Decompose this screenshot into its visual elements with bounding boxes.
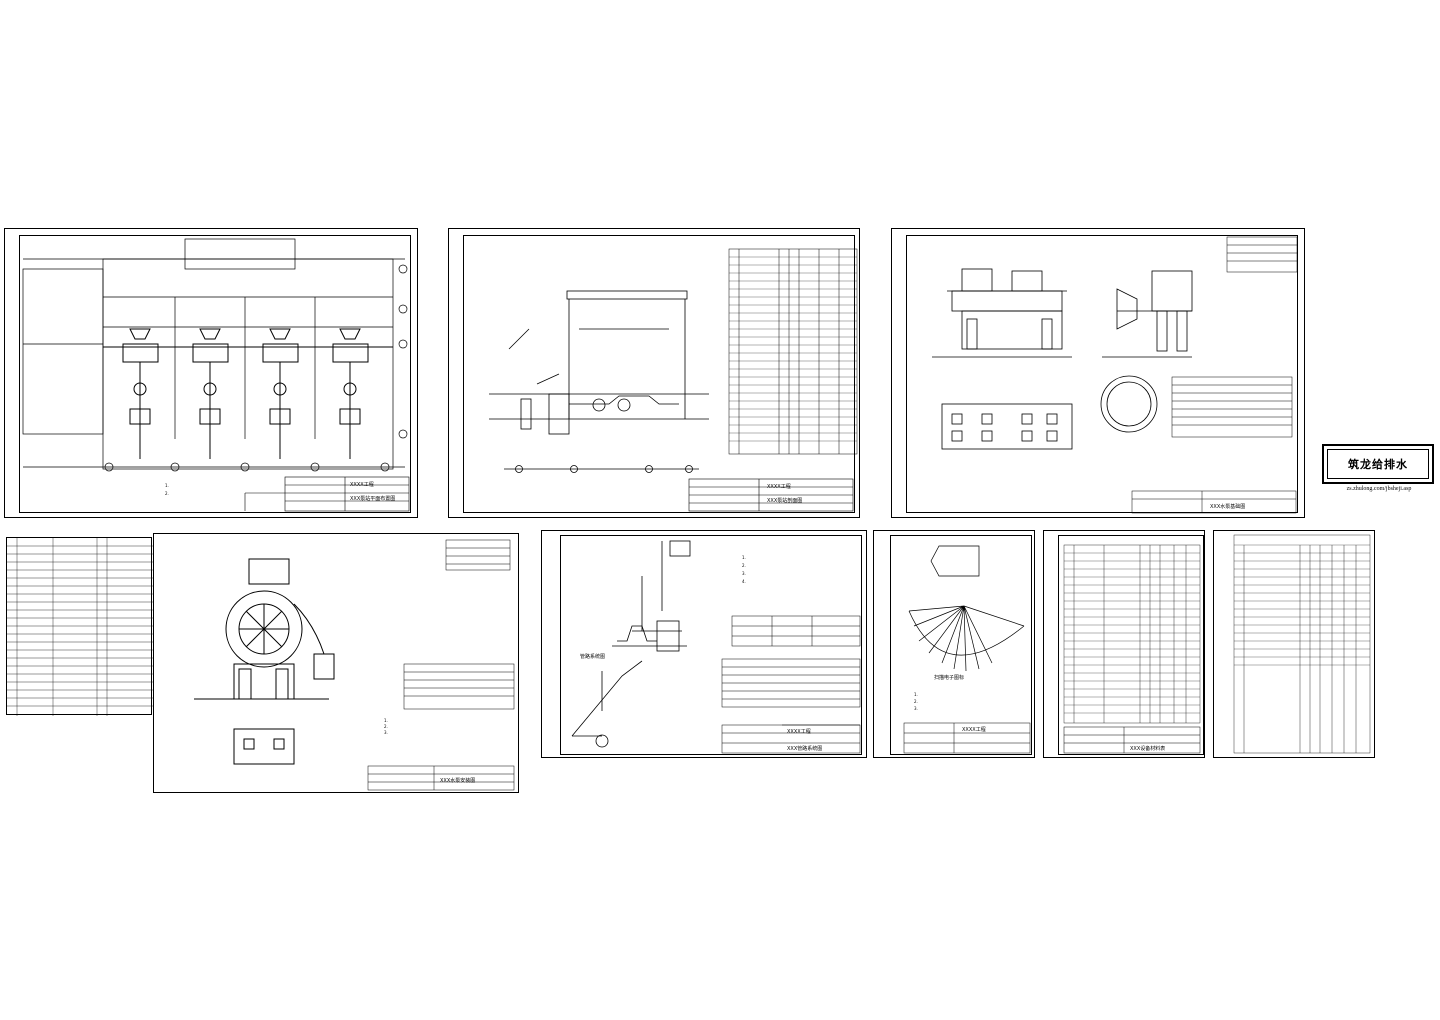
sheet-name-section: XXX泵站剖面图 xyxy=(767,498,803,504)
watermark-title: 筑龙给排水 xyxy=(1348,458,1408,471)
foundation-drawing xyxy=(932,236,1298,514)
drawing-sheet-plan: 1. 2. XXXX工程 XXX泵站平面布置图 xyxy=(4,228,418,518)
drawing-sheet-foundation: XXX水泵基础图 xyxy=(891,228,1305,518)
sheet-name-installation: XXX水泵安装图 xyxy=(440,778,476,784)
svg-text:1.: 1. xyxy=(742,555,746,560)
drawing-sheet-equipment xyxy=(1213,530,1375,758)
table-left-grid xyxy=(7,538,153,716)
watermark-url: zs.zhulong.com/jbsheji.asp xyxy=(1346,486,1412,492)
drawing-sheet-fan: 1. 2. 3. 扫描电子图标 XXXX工程 xyxy=(873,530,1035,758)
sheet-title-section: XXXX工程 xyxy=(767,484,791,490)
drawing-sheet-section: XXXX工程 XXX泵站剖面图 xyxy=(448,228,860,518)
svg-text:3.: 3. xyxy=(914,706,918,711)
sheet-title-pipe: XXXX工程 xyxy=(787,729,811,735)
installation-drawing: 1. 2. 3. xyxy=(194,539,515,791)
fan-drawing: 1. 2. 3. xyxy=(903,545,1031,754)
drawing-sheet-table-left xyxy=(6,537,153,716)
svg-text:1.: 1. xyxy=(914,692,918,697)
svg-text:4.: 4. xyxy=(742,579,746,584)
svg-text:3.: 3. xyxy=(742,571,746,576)
drawing-sheet-pipe: 1. 2. 3. 4. 管路系统图 XXXX工程 XXX管路系统图 xyxy=(541,530,867,758)
svg-text:2.: 2. xyxy=(914,699,918,704)
fan-caption: 扫描电子图标 xyxy=(934,675,965,681)
svg-text:1.: 1. xyxy=(165,483,169,488)
watermark: 筑龙给排水 zs.zhulong.com/jbsheji.asp xyxy=(1322,444,1436,498)
drawing-sheet-installation: 1. 2. 3. XXX水泵安装图 xyxy=(153,533,519,793)
sheet-name-foundation: XXX水泵基础图 xyxy=(1210,504,1246,510)
plan-drawing: 1. 2. xyxy=(22,238,410,512)
sheet-name-materials: XXX设备材料表 xyxy=(1130,746,1166,752)
sheet-title-fan: XXXX工程 xyxy=(962,727,986,733)
sheet-title-plan: XXXX工程 xyxy=(350,482,374,488)
pipe-drawing: 1. 2. 3. 4. xyxy=(571,540,861,754)
materials-table xyxy=(1063,544,1201,754)
sheet-name-pipe: XXX管路系统图 xyxy=(787,746,823,752)
section-drawing xyxy=(489,248,858,512)
svg-text:2.: 2. xyxy=(384,724,388,729)
svg-text:1.: 1. xyxy=(384,718,388,723)
drawing-sheet-materials: XXX设备材料表 xyxy=(1043,530,1205,758)
equipment-table xyxy=(1233,534,1371,754)
svg-text:2.: 2. xyxy=(742,563,746,568)
watermark-frame: 筑龙给排水 xyxy=(1322,444,1434,484)
sheet-name-plan: XXX泵站平面布置图 xyxy=(350,496,396,502)
svg-text:2.: 2. xyxy=(165,491,169,496)
svg-text:3.: 3. xyxy=(384,730,388,735)
pipe-caption: 管路系统图 xyxy=(580,654,606,660)
